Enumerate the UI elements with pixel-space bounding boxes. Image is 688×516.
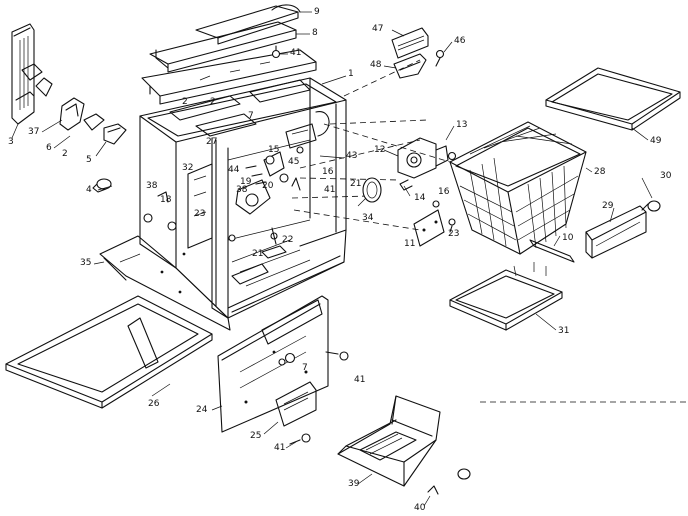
callout-28: 28 [594,167,606,177]
callout-41: 41 [354,375,366,385]
callout-10: 10 [562,233,574,243]
callout-13: 13 [456,120,468,130]
wire-basket-28 [449,121,587,255]
callout-38: 38 [236,185,248,195]
callout-1: 1 [348,69,354,79]
screws-16-23 [432,200,456,233]
callout-34: 34 [362,213,374,223]
callout-18: 18 [160,195,172,205]
callout-49: 49 [650,136,662,146]
callout-22: 22 [282,235,294,245]
callout-27: 27 [206,137,218,147]
bracket-cluster-left [59,97,127,145]
callout-11: 11 [404,239,416,249]
bushing-4 [92,178,112,193]
hinge-47 [391,27,429,59]
callout-4: 4 [86,185,92,195]
callout-45: 45 [288,157,300,167]
callout-19: 19 [240,177,252,187]
shelf-31 [449,262,563,331]
drip-tray-26 [5,295,213,409]
callout-39: 39 [348,479,360,489]
crumb-tray-39 [337,395,441,487]
callout-24: 24 [196,405,208,415]
rail-29 [585,205,647,259]
rail-10 [529,239,575,263]
callout-23: 23 [448,229,460,239]
front-panel-24 [217,295,329,433]
callout-6: 6 [46,143,52,153]
callout-8: 8 [312,28,318,38]
callout-12: 12 [374,145,386,155]
callout-31: 31 [558,326,570,336]
callout-43: 43 [346,151,358,161]
callout-23: 23 [194,209,206,219]
callout-38: 38 [146,181,158,191]
callout-41: 41 [290,48,302,58]
callout-21: 21 [350,179,362,189]
callout-14: 14 [414,193,426,203]
callout-47: 47 [372,24,384,34]
callout-46: 46 [454,36,466,46]
callout-41: 41 [274,443,286,453]
callout-3: 3 [8,137,14,147]
upper-panel-2 [141,49,317,105]
callout-2: 2 [182,97,188,107]
callout-7: 7 [248,111,254,121]
callout-48: 48 [370,60,382,70]
callout-21: 21 [252,249,264,259]
callout-29: 29 [602,201,614,211]
round-cover-21 [362,177,382,203]
cabinet-frame [139,77,347,319]
callout-25: 25 [250,431,262,441]
screws-41-lower [289,351,349,445]
motor-assembly-12 [397,137,457,191]
callout-5: 5 [86,155,92,165]
callout-40: 40 [414,503,426,513]
bracket-plate-11 [413,209,445,247]
callout-41: 41 [324,185,336,195]
callout-20: 20 [262,181,274,191]
callout-26: 26 [148,399,160,409]
callout-7: 7 [302,363,308,373]
left-side-panel [11,23,53,125]
callout-2: 2 [210,97,216,107]
tray-49 [545,67,681,131]
top-trim-9 [195,4,301,45]
knob-30 [641,200,661,212]
hinge-48 [393,53,427,79]
screw-46 [435,49,445,67]
callout-9: 9 [314,7,320,17]
base-plate-35 [99,235,231,331]
latch-25 [275,381,317,427]
wiring-paths [291,59,451,231]
leader-lines [11,11,653,507]
callout-30: 30 [660,171,672,181]
callout-32: 32 [182,163,194,173]
callout-44: 44 [228,165,240,175]
callout-35: 35 [80,258,92,268]
callout-16: 16 [322,167,334,177]
knob-40 [427,468,471,495]
top-rail-8 [149,21,297,73]
callout-37: 37 [28,127,40,137]
callout-2: 2 [62,149,68,159]
screw-41-top [271,45,281,59]
callout-15: 15 [268,145,280,155]
callout-16: 16 [438,187,450,197]
